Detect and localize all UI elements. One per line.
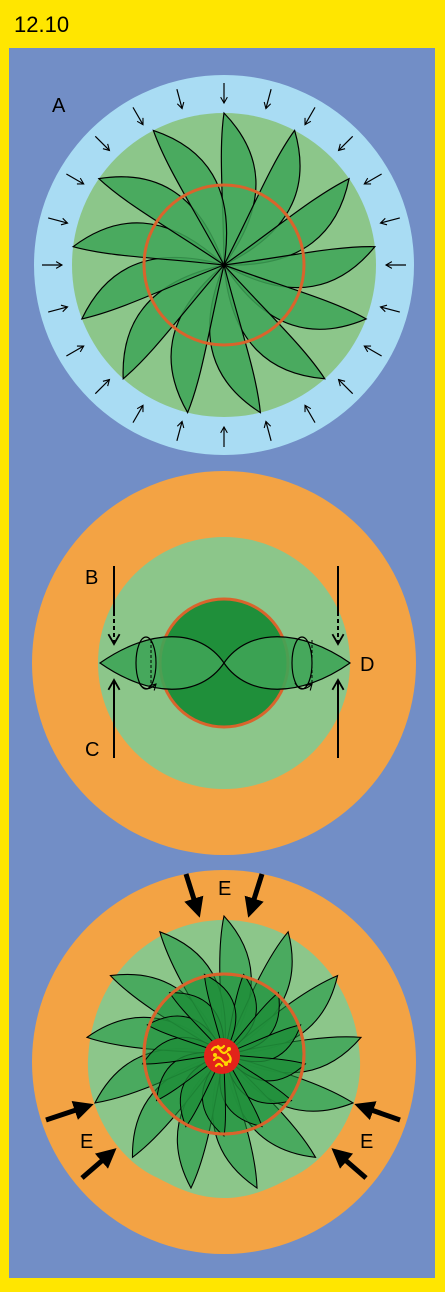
inward-arrow-a [263, 420, 272, 441]
inward-arrow-a [263, 89, 272, 110]
pressure-arrow-left-lower [80, 1148, 117, 1180]
rotation-loop-left [135, 636, 157, 691]
inward-arrow-a [379, 217, 400, 226]
inward-arrow-a [94, 135, 111, 152]
core-outline-e [142, 972, 306, 1136]
pressure-arrow-right-upper [354, 1101, 401, 1123]
pressure-arrow-top-left [183, 873, 204, 918]
twisted-leaf [98, 636, 352, 690]
inward-arrows-a [42, 83, 406, 447]
leaves-e-inner [141, 973, 307, 1137]
inward-arrow-a [337, 135, 354, 152]
inward-arrow-a [363, 173, 382, 185]
inward-arrow-a [337, 378, 354, 395]
leaf-a-13 [152, 129, 228, 267]
label-e-top: E [218, 878, 231, 900]
inward-arrow-a [94, 378, 111, 395]
label-a: A [52, 95, 66, 117]
inward-arrow-a [48, 217, 69, 226]
inward-arrow-a [379, 304, 400, 313]
pressure-arrow-left-upper [45, 1100, 94, 1123]
diagram-e: E E E [32, 870, 416, 1254]
apex-center [204, 1038, 240, 1074]
label-d: D [360, 654, 374, 676]
rotation-loop-right [291, 636, 313, 691]
label-b: B [85, 567, 98, 589]
diagram-a: A [34, 75, 414, 455]
diagram-bcd: B C D [32, 471, 416, 855]
inward-arrow-a [132, 404, 144, 423]
inward-arrow-a [176, 89, 185, 110]
inner-leaf-e-13 [203, 973, 237, 1056]
leaves-a [71, 111, 377, 414]
inward-arrow-a [304, 107, 316, 126]
label-e-right: E [360, 1131, 373, 1153]
label-c: C [85, 739, 99, 761]
inward-arrow-a [48, 304, 69, 313]
figure-number: 12.10 [14, 12, 70, 37]
pressure-arrow-right-lower [331, 1148, 368, 1180]
inward-arrow-a [66, 345, 85, 357]
inward-arrow-a [66, 173, 85, 185]
inward-arrow-a [363, 345, 382, 357]
inward-arrow-a [304, 404, 316, 423]
pressure-arrow-top-right [244, 873, 265, 918]
inward-arrow-a [176, 420, 185, 441]
inward-arrow-a [132, 107, 144, 126]
label-e-left: E [80, 1131, 93, 1153]
core-outline-a [142, 183, 306, 347]
